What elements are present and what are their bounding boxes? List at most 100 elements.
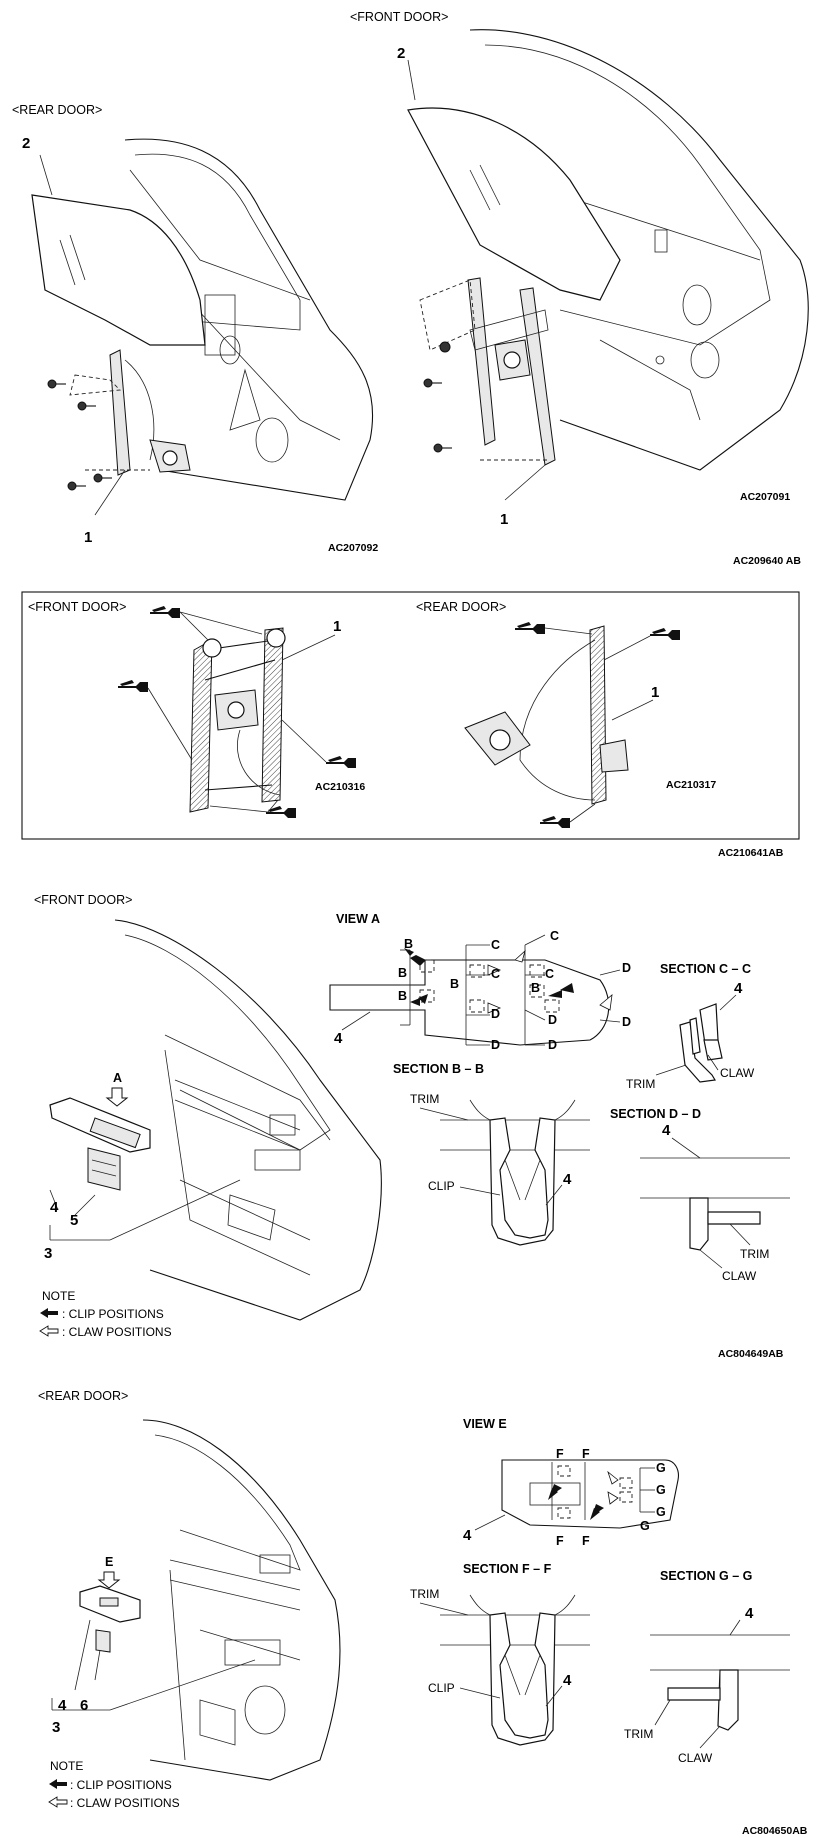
view-a-drawing [329,934,621,1046]
section-gg-claw: CLAW [678,1751,713,1765]
view-a-title: VIEW A [336,912,380,926]
front-note-claw: : CLAW POSITIONS [62,1325,172,1339]
view-a-c1: C [491,938,500,952]
section-dd-num-4: 4 [662,1122,671,1139]
section-bb-num-4: 4 [563,1171,572,1188]
view-a-b3: B [450,977,459,991]
rear-figure-code: AC207092 [328,542,378,554]
grease-rear-regulator [464,625,629,805]
front-trim-num-4: 4 [50,1199,59,1216]
grease-rear-number: 1 [651,684,659,701]
section-cc-num-4: 4 [734,980,743,997]
grease-rear-title: <REAR DOOR> [416,600,506,614]
section-ff-drawing [440,1594,590,1746]
view-a-c2: C [491,967,500,981]
rear-note-clip: : CLIP POSITIONS [70,1778,172,1792]
front-regulator-number: 1 [500,511,508,528]
section-ff-num-4: 4 [563,1672,572,1689]
view-e-letter: E [105,1555,113,1569]
panel-rear-door-trim: <REAR DOOR> E 4 6 3 NOTE [38,1389,808,1837]
view-e-g1: G [656,1461,666,1475]
section-dd-trim: TRIM [740,1247,769,1261]
rear-glass-number: 2 [22,135,30,152]
section-cc-drawing [679,1003,723,1083]
rear-door-title: <REAR DOOR> [12,103,102,117]
front-window-regulator [419,277,556,501]
panel4-code: AC804650AB [742,1825,808,1837]
section-bb-clip: CLIP [428,1179,455,1193]
view-a-d5: D [622,961,631,975]
front-trim-door-drawing [114,919,382,1321]
view-e-g4: G [640,1519,650,1533]
view-e-drawing [501,1459,679,1529]
section-dd-title: SECTION D – D [610,1107,701,1121]
view-a-b4: B [398,989,407,1003]
section-gg-title: SECTION G – G [660,1569,752,1583]
panel2-code: AC210641AB [718,847,784,859]
view-a-d6: D [622,1015,631,1029]
grease-front-code: AC210316 [315,781,365,793]
front-door-glass [407,107,621,301]
front-door-title: <FRONT DOOR> [350,10,448,24]
section-bb-trim: TRIM [410,1092,439,1106]
front-trim-num-5: 5 [70,1212,78,1229]
view-e-num-4: 4 [463,1527,472,1544]
rear-door-glass [31,194,206,346]
front-glass-number: 2 [397,45,405,62]
grease-front-title: <FRONT DOOR> [28,600,126,614]
section-bb-title: SECTION B – B [393,1062,484,1076]
rear-trim-num-6: 6 [80,1697,88,1714]
front-trim-title: <FRONT DOOR> [34,893,132,907]
rear-trim-num-4: 4 [58,1697,67,1714]
view-a-d1: D [491,1007,500,1021]
section-gg-drawing [650,1634,790,1731]
section-ff-trim: TRIM [410,1587,439,1601]
rear-switch-panel [79,1585,141,1653]
view-a-letter: A [113,1071,122,1085]
grease-frame [21,591,800,840]
view-e-g2: G [656,1483,666,1497]
section-cc-claw: CLAW [720,1066,755,1080]
view-e-g3: G [656,1505,666,1519]
rear-trim-num-3: 3 [52,1719,60,1736]
panel-front-door-trim: <FRONT DOOR> A 4 5 [34,893,790,1360]
section-ff-clip: CLIP [428,1681,455,1695]
section-dd-claw: CLAW [722,1269,757,1283]
grease-front-regulator [189,627,286,813]
rear-window-regulator [47,349,191,516]
front-door-drawing [469,29,809,471]
panel-grease-points: <FRONT DOOR> <REAR DOOR> 1 AC210316 [21,591,800,859]
rear-door-drawing [124,138,374,501]
view-e-f1: F [556,1447,564,1461]
front-note-title: NOTE [42,1289,75,1303]
front-figure-code: AC207091 [740,491,790,503]
view-e-f2: F [582,1447,590,1461]
section-gg-trim: TRIM [624,1727,653,1741]
panel3-code: AC804649AB [718,1348,784,1360]
view-a-d2: D [491,1038,500,1052]
front-note-clip: : CLIP POSITIONS [62,1307,164,1321]
view-a-num-4: 4 [334,1030,343,1047]
front-trim-num-3: 3 [44,1245,52,1262]
view-e-title: VIEW E [463,1417,507,1431]
section-ff-title: SECTION F – F [463,1562,552,1576]
view-e-f4: F [582,1534,590,1548]
section-cc-trim: TRIM [626,1077,655,1091]
view-a-d4: D [548,1038,557,1052]
rear-note-title: NOTE [50,1759,83,1773]
view-a-b1: B [404,937,413,951]
view-a-b2: B [398,966,407,980]
panel1-code: AC209640 AB [733,555,801,567]
view-a-c4: C [545,967,554,981]
section-gg-num-4: 4 [745,1605,754,1622]
section-dd-drawing [640,1157,790,1251]
view-e-f3: F [556,1534,564,1548]
rear-trim-title: <REAR DOOR> [38,1389,128,1403]
grease-front-number: 1 [333,618,341,635]
grease-rear-code: AC210317 [666,779,716,791]
view-a-d3: D [548,1013,557,1027]
section-cc-title: SECTION C – C [660,962,751,976]
rear-trim-door-drawing [142,1419,341,1781]
panel-glass-regulator: <FRONT DOOR> <REAR DOOR> 2 [12,10,809,567]
